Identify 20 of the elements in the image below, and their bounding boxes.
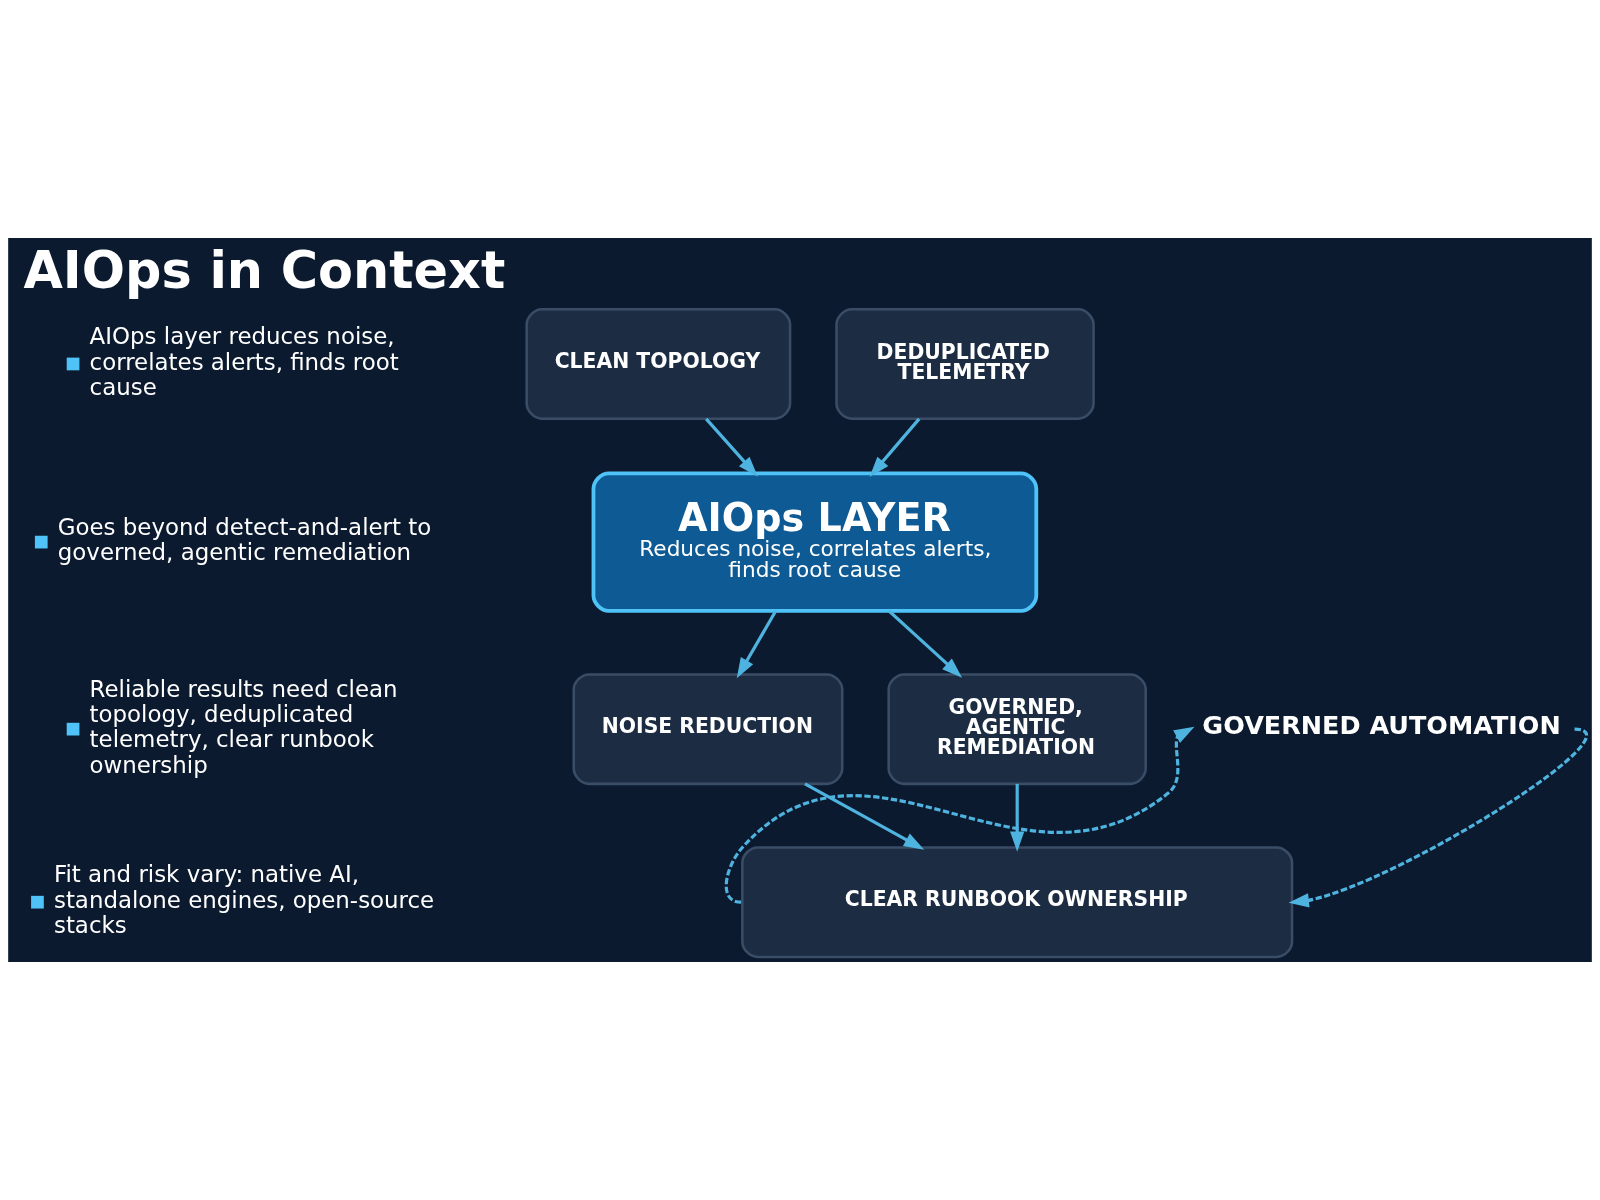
- arrow: [724, 726, 1195, 904]
- node-box: DEDUPLICATED TELEMETRY: [835, 308, 1095, 420]
- label: Reliable results need clean topology, deduplicated telemetry, clear runbook ownership: [89, 675, 398, 778]
- arrow: [888, 609, 963, 678]
- diagram-title: AIOps in Context: [23, 240, 506, 300]
- label: Goes beyond detect-and-alert to governed, agentic remediation: [57, 513, 432, 566]
- node-box: AIOps LAYER Reduces noise, correlates alerts, finds root cause: [591, 471, 1039, 613]
- arrow: [1288, 727, 1587, 908]
- node-box: GOVERNED, AGENTIC REMEDIATION: [887, 673, 1147, 786]
- arrow: [736, 610, 778, 679]
- label: Fit and risk vary: native AI, standalone engines, open-source stacks: [53, 861, 435, 939]
- node-text: GOVERNED AUTOMATION: [1202, 710, 1561, 741]
- node-box: CLEAN TOPOLOGY: [525, 308, 792, 420]
- node-box: CLEAR RUNBOOK OWNERSHIP: [741, 846, 1294, 959]
- label: AIOps layer reduces noise, correlates alerts, finds root cause: [89, 323, 399, 401]
- node-box: NOISE REDUCTION: [572, 673, 844, 786]
- arrow: [869, 417, 921, 477]
- arrow: [804, 782, 925, 850]
- arrow: [705, 417, 758, 477]
- arrow: [1010, 783, 1025, 852]
